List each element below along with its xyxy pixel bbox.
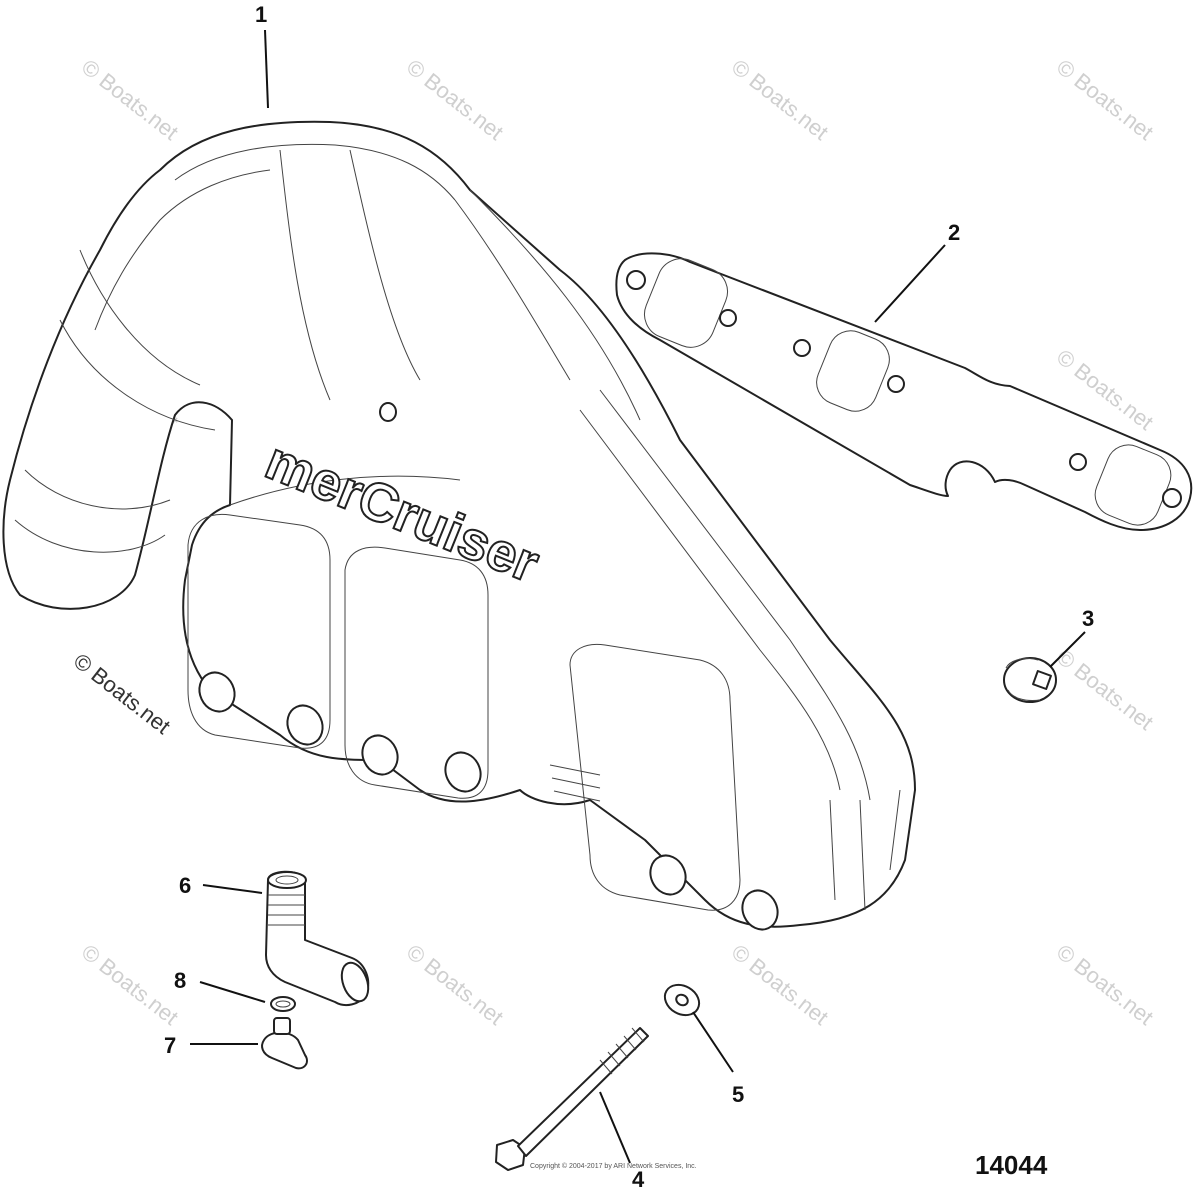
callout-2[interactable]: 2 bbox=[948, 220, 960, 245]
o-ring[interactable] bbox=[270, 996, 296, 1012]
callout-7[interactable]: 7 bbox=[164, 1033, 176, 1058]
callout-3[interactable]: 3 bbox=[1082, 606, 1094, 631]
leader-line-2 bbox=[874, 244, 946, 323]
callout-8[interactable]: 8 bbox=[174, 968, 186, 993]
exhaust-manifold[interactable]: merCruiser bbox=[2, 120, 916, 936]
watermark: © Boats.net bbox=[1052, 939, 1158, 1030]
watermark: © Boats.net bbox=[1052, 644, 1158, 735]
callout-6[interactable]: 6 bbox=[179, 873, 191, 898]
copyright-text: Copyright © 2004-2017 by ARI Network Ser… bbox=[530, 1162, 697, 1170]
leader-lines bbox=[190, 29, 1086, 1164]
pipe-plug[interactable] bbox=[1003, 657, 1057, 703]
watermark: © Boats.net bbox=[77, 939, 183, 1030]
leader-line-8 bbox=[199, 981, 266, 1003]
callout-4[interactable]: 4 bbox=[632, 1167, 645, 1191]
elbow-fitting[interactable] bbox=[265, 870, 373, 1007]
watermark: © Boats.net bbox=[727, 54, 833, 145]
watermark: © Boats.net bbox=[1052, 54, 1158, 145]
leader-line-1 bbox=[264, 29, 269, 109]
leader-line-5 bbox=[692, 1011, 734, 1073]
callout-1[interactable]: 1 bbox=[255, 2, 267, 27]
watermark: © Boats.net bbox=[402, 54, 508, 145]
watermark: © Boats.net bbox=[77, 54, 183, 145]
callout-5[interactable]: 5 bbox=[732, 1082, 744, 1107]
callouts: 1 2 3 4 5 6 7 8 bbox=[164, 2, 1094, 1191]
leader-line-6 bbox=[202, 884, 263, 894]
washer[interactable] bbox=[659, 979, 704, 1021]
watermark-dark: © Boats.net bbox=[69, 648, 175, 739]
diagram-reference-number: 14044 bbox=[975, 1150, 1048, 1180]
manifold-gasket[interactable] bbox=[615, 251, 1193, 531]
bolt[interactable] bbox=[495, 1027, 649, 1171]
drain-fitting[interactable] bbox=[261, 1017, 308, 1070]
leader-line-3 bbox=[1049, 631, 1086, 668]
watermark: © Boats.net bbox=[402, 939, 508, 1030]
watermark: © Boats.net bbox=[727, 939, 833, 1030]
leader-line-4 bbox=[599, 1091, 631, 1164]
